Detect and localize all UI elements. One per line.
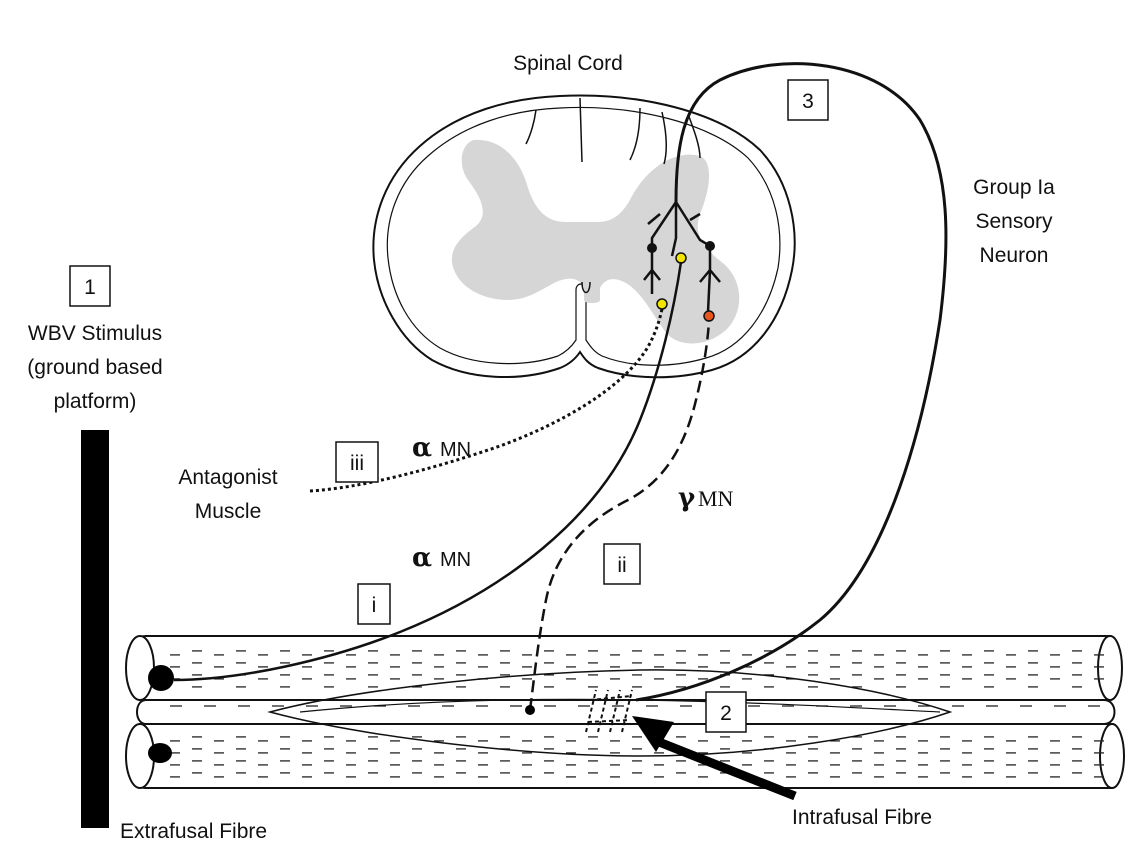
antagonist-label-line-2: Muscle <box>195 500 262 523</box>
neuromuscular-junction-top <box>148 665 174 691</box>
box-i-label: i <box>372 594 377 617</box>
box-i: i <box>358 584 390 624</box>
box-ii-label: ii <box>617 554 626 577</box>
alpha-symbol-upper: α <box>412 433 432 463</box>
antagonist-label: Antagonist Muscle <box>178 466 277 523</box>
sensory-neuron-label: Group Ia Sensory Neuron <box>973 176 1055 267</box>
fibre-end-top-left <box>126 636 154 700</box>
synapse-gamma-mn <box>704 311 714 321</box>
muscle-fibres <box>126 636 1124 788</box>
gamma-symbol: γ <box>678 483 696 513</box>
stimulus-label: WBV Stimulus (ground based platform) <box>27 322 162 413</box>
synapse-antagonist-mn <box>657 299 667 309</box>
fibre-end-bottom-right <box>1100 724 1124 788</box>
box-1: 1 <box>70 266 110 306</box>
antagonist-label-line-1: Antagonist <box>178 466 277 489</box>
box-iii-label: iii <box>350 452 364 475</box>
gamma-mn-label: γ MN <box>678 483 734 513</box>
sensory-neuron-label-line-3: Neuron <box>980 244 1049 267</box>
neuromuscular-junction-bottom <box>148 743 172 763</box>
box-3-label: 3 <box>802 90 814 113</box>
fibre-end-top-right <box>1098 636 1122 700</box>
box-iii: iii <box>336 442 378 482</box>
box-1-label: 1 <box>84 276 96 299</box>
gamma-mn-text: MN <box>698 486 734 511</box>
alpha-symbol-lower: α <box>412 543 432 573</box>
box-3: 3 <box>788 80 828 120</box>
intrafusal-label: Intrafusal Fibre <box>792 806 932 829</box>
page-title: Spinal Cord <box>513 52 623 75</box>
spinal-cord <box>373 95 794 377</box>
box-ii: ii <box>604 544 640 584</box>
interneuron-dot-right <box>705 241 715 251</box>
stimulus-label-line-2: (ground based <box>27 356 162 379</box>
box-2: 2 <box>706 692 746 732</box>
sensory-neuron-label-line-1: Group Ia <box>973 176 1055 199</box>
interneuron-dot-left <box>647 243 657 253</box>
sensory-neuron-label-line-2: Sensory <box>975 210 1053 233</box>
stimulus-label-line-3: platform) <box>54 390 137 413</box>
mn-label-upper: MN <box>440 439 471 461</box>
stimulus-label-line-1: WBV Stimulus <box>28 322 162 345</box>
mn-label-lower: MN <box>440 549 471 571</box>
synapse-alpha-mn <box>676 253 686 263</box>
alpha-mn-label-lower: α MN <box>412 543 471 573</box>
box-2-label: 2 <box>720 702 732 725</box>
alpha-mn-label-upper: α MN <box>412 433 471 463</box>
wbv-platform-bar <box>81 430 109 828</box>
extrafusal-label: Extrafusal Fibre <box>120 820 267 843</box>
gamma-endplate <box>525 705 535 715</box>
